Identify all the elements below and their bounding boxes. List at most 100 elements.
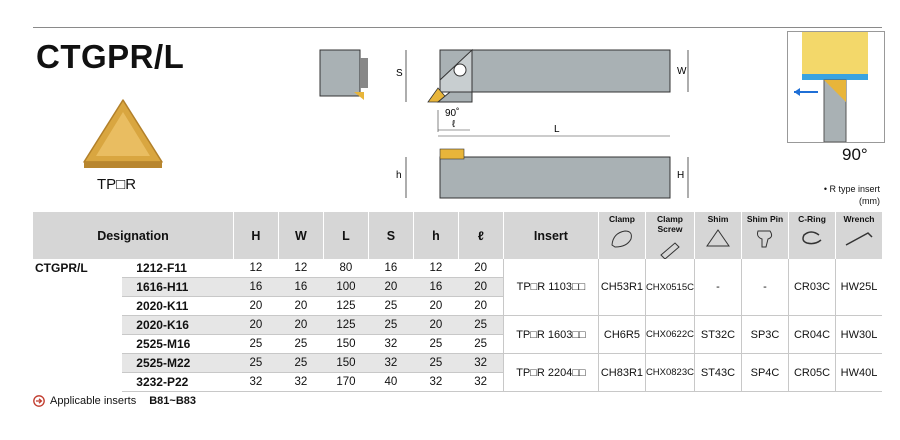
insert-cell: TP□R 2204□□ bbox=[502, 353, 599, 392]
designation-cell: 2020-K11 bbox=[122, 296, 234, 316]
designation-cell: 2525-M16 bbox=[122, 334, 234, 354]
approach-angle-label: 90° bbox=[842, 145, 868, 164]
cell-W: 32 bbox=[278, 372, 324, 392]
insert-cell: TP□R 1103□□ bbox=[502, 259, 599, 316]
cell-h: 20 bbox=[413, 315, 459, 335]
units-note: • R type insert (mm) bbox=[823, 184, 880, 206]
designation-cell: 2525-M22 bbox=[122, 353, 234, 373]
cell-W: 25 bbox=[278, 353, 324, 373]
cell-ell: 32 bbox=[458, 353, 504, 373]
cell-S: 16 bbox=[368, 259, 414, 278]
cell-L: 150 bbox=[323, 353, 369, 373]
shim-icon bbox=[706, 229, 730, 247]
cell-L: 125 bbox=[323, 296, 369, 316]
cell-ell: 20 bbox=[458, 277, 504, 297]
dim-ell: ℓ bbox=[452, 119, 456, 130]
cell-S: 40 bbox=[368, 372, 414, 392]
insert-cell: TP□R 1603□□ bbox=[502, 315, 599, 354]
table-row: 2525-M22 25 25 150 32 25 32 TP□R 2204□□ … bbox=[33, 353, 882, 392]
shim-pin-icon bbox=[757, 230, 773, 248]
table-row: 3232-P22 32 32 170 40 32 32 bbox=[33, 372, 882, 392]
col-S: S bbox=[368, 212, 414, 259]
designation-cell: 2020-K16 bbox=[122, 315, 234, 335]
col-wrench: Wrench bbox=[835, 212, 882, 259]
shim-cell: ST32C bbox=[694, 315, 742, 354]
clamp-cell: CH83R1 bbox=[597, 353, 646, 392]
col-insert: Insert bbox=[503, 212, 599, 259]
cell-L: 125 bbox=[323, 315, 369, 335]
clamp-cell: CH6R5 bbox=[597, 315, 646, 354]
applicable-inserts-pages: B81~B83 bbox=[149, 395, 197, 407]
holder-drawing: S W 90˚ ℓ L h H bbox=[319, 48, 689, 199]
col-designation: Designation bbox=[33, 212, 234, 259]
shim-pin-cell: SP3C bbox=[741, 315, 789, 354]
cell-ell: 25 bbox=[458, 315, 504, 335]
cell-L: 150 bbox=[323, 334, 369, 354]
cell-ell: 20 bbox=[458, 296, 504, 316]
shim-cell: ST43C bbox=[694, 353, 742, 392]
cell-H: 25 bbox=[233, 353, 279, 373]
cell-S: 25 bbox=[368, 315, 414, 335]
arrow-circle-icon bbox=[33, 395, 45, 407]
col-clamp-screw: Clamp Screw bbox=[645, 212, 696, 259]
shim-cell: - bbox=[694, 259, 742, 316]
applicable-inserts-link[interactable]: Applicable inserts B81~B83 bbox=[33, 395, 196, 407]
c-ring-icon bbox=[802, 231, 822, 245]
cell-H: 25 bbox=[233, 334, 279, 354]
c-ring-cell: CR03C bbox=[788, 259, 836, 316]
table-row: 2020-K16 20 20 125 25 20 25 TP□R 1603□□ … bbox=[33, 315, 882, 354]
cell-S: 20 bbox=[368, 277, 414, 297]
cell-W: 20 bbox=[278, 315, 324, 335]
insert-image bbox=[83, 99, 163, 168]
clamp-icon bbox=[611, 230, 632, 248]
top-rule bbox=[33, 27, 882, 28]
spec-table: Designation H W L S h ℓ Insert Clamp Cla… bbox=[33, 212, 882, 392]
cell-L: 100 bbox=[323, 277, 369, 297]
cell-W: 25 bbox=[278, 334, 324, 354]
cell-H: 20 bbox=[233, 315, 279, 335]
cell-h: 12 bbox=[413, 259, 459, 278]
designation-cell: 1616-H11 bbox=[122, 277, 234, 297]
clamp-screw-cell: CHX0515C bbox=[644, 259, 695, 316]
table-row: CTGPR/L 1212-F11 12 12 80 16 12 20 TP□R … bbox=[33, 259, 882, 316]
clamp-screw-cell: CHX0823C bbox=[644, 353, 695, 392]
table-row: 1616-H11 16 16 100 20 16 20 bbox=[33, 277, 882, 297]
c-ring-cell: CR05C bbox=[788, 353, 836, 392]
cell-ell: 25 bbox=[458, 334, 504, 354]
cell-ell: 32 bbox=[458, 372, 504, 392]
dim-H: H bbox=[677, 170, 684, 181]
shim-pin-cell: - bbox=[741, 259, 789, 316]
cell-W: 12 bbox=[278, 259, 324, 278]
clamp-cell: CH53R1 bbox=[597, 259, 646, 316]
cell-L: 80 bbox=[323, 259, 369, 278]
cell-h: 25 bbox=[413, 353, 459, 373]
cell-S: 32 bbox=[368, 334, 414, 354]
applicable-inserts-text: Applicable inserts bbox=[50, 395, 137, 407]
col-H: H bbox=[233, 212, 279, 259]
col-c-ring: C-Ring bbox=[788, 212, 836, 259]
dim-h: h bbox=[396, 170, 402, 181]
table-header: Designation H W L S h ℓ Insert Clamp Cla… bbox=[33, 212, 882, 259]
cell-S: 32 bbox=[368, 353, 414, 373]
cell-W: 16 bbox=[278, 277, 324, 297]
col-W: W bbox=[278, 212, 324, 259]
insert-shape-label: TP□R bbox=[97, 176, 137, 193]
screw-icon bbox=[660, 242, 680, 259]
cell-h: 25 bbox=[413, 334, 459, 354]
cell-H: 32 bbox=[233, 372, 279, 392]
dim-angle: 90˚ bbox=[445, 107, 459, 119]
wrench-cell: HW30L bbox=[835, 315, 882, 354]
cell-h: 32 bbox=[413, 372, 459, 392]
wrench-cell: HW40L bbox=[835, 353, 882, 392]
wrench-icon bbox=[845, 232, 873, 246]
c-ring-cell: CR04C bbox=[788, 315, 836, 354]
col-h: h bbox=[413, 212, 459, 259]
wrench-cell: HW25L bbox=[835, 259, 882, 316]
dim-s: S bbox=[396, 68, 403, 79]
cell-h: 20 bbox=[413, 296, 459, 316]
cell-ell: 20 bbox=[458, 259, 504, 278]
dim-l: L bbox=[554, 124, 560, 135]
designation-cell: 1212-F11 bbox=[122, 259, 234, 278]
approach-angle-diagram bbox=[787, 31, 885, 143]
designation-cell: 3232-P22 bbox=[122, 372, 234, 392]
